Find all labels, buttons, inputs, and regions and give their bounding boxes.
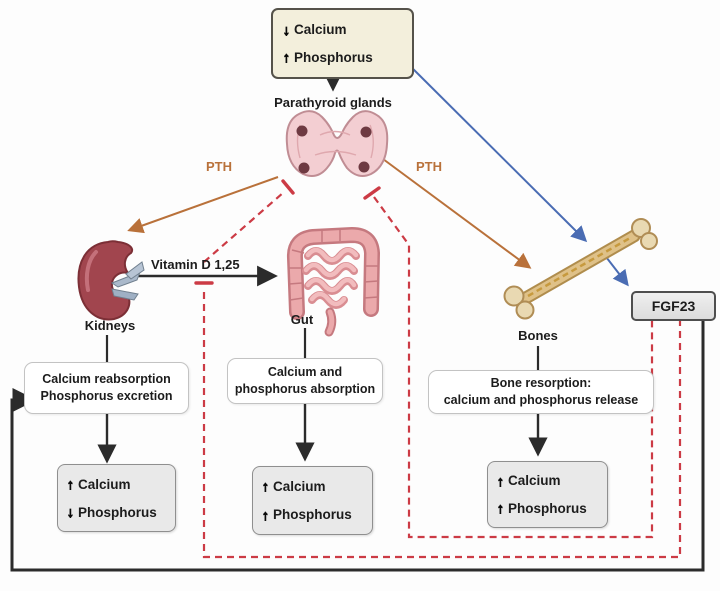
pth-arrow-to-bone <box>382 158 532 269</box>
kidney-result-calcium-row: ↑ Calcium <box>66 476 169 492</box>
stimulus-phosphorus-row: ↑ Phosphorus <box>282 49 404 66</box>
gut-process-box: Calcium and phosphorus absorption <box>227 358 383 404</box>
kidney-result-calcium-label: Calcium <box>78 476 131 492</box>
stimulus-calcium-row: ↓ Calcium <box>282 21 404 38</box>
gut-result-phosphorus-row: ↑ Phosphorus <box>261 506 366 523</box>
down-arrow-icon: ↓ <box>282 21 290 38</box>
phosphorus-to-bone-arrow <box>390 46 588 243</box>
bones-label: Bones <box>518 328 558 343</box>
up-arrow-icon: ↑ <box>261 506 269 523</box>
fgf23-inhibits-vitamin-d-loop <box>202 291 682 559</box>
bone-result-phosphorus-label: Phosphorus <box>508 500 587 516</box>
fgf23-label: FGF23 <box>651 298 696 314</box>
fgf23-box: FGF23 <box>631 291 716 321</box>
gut-result-calcium-label: Calcium <box>273 478 326 494</box>
vitamin-d-label: Vitamin D 1,25 <box>151 257 240 272</box>
parathyroid-dot-icon <box>298 162 310 174</box>
kidney-process-line1: Calcium reabsorption <box>42 372 171 387</box>
bone-process-line2: calcium and phosphorus release <box>443 393 639 407</box>
up-arrow-icon: ↑ <box>66 476 74 492</box>
t-bar-parathyroid-left-icon <box>281 179 295 195</box>
kidney-illustration <box>77 240 145 321</box>
gut-result-box: ↑ Calcium ↑ Phosphorus <box>252 466 373 535</box>
parathyroid-dot-icon <box>296 125 308 137</box>
parathyroid-dot-icon <box>360 126 372 138</box>
gut-label: Gut <box>290 312 314 327</box>
kidney-process-box: Calcium reabsorption Phosphorus excretio… <box>24 362 189 414</box>
stimulus-box: ↓ Calcium ↑ Phosphorus <box>271 8 414 79</box>
kidney-result-phosphorus-row: ↓ Phosphorus <box>66 504 169 520</box>
kidney-result-box: ↑ Calcium ↓ Phosphorus <box>57 464 176 532</box>
bone-result-calcium-row: ↑ Calcium <box>496 472 601 489</box>
kidneys-label: Kidneys <box>84 318 136 333</box>
gut-process-line1: Calcium and <box>267 365 343 380</box>
up-arrow-icon: ↑ <box>496 472 504 489</box>
up-arrow-icon: ↑ <box>261 478 269 495</box>
up-arrow-icon: ↑ <box>496 500 504 517</box>
bone-result-phosphorus-row: ↑ Phosphorus <box>496 500 601 517</box>
gut-process-line2: phosphorus absorption <box>234 382 376 396</box>
fgf23-inhibits-pth-loop <box>373 196 654 539</box>
bone-process-line1: Bone resorption: <box>490 376 592 391</box>
gut-result-phosphorus-label: Phosphorus <box>273 507 352 523</box>
parathyroid-dot-icon <box>358 161 370 173</box>
up-arrow-icon: ↑ <box>282 49 290 66</box>
gut-illustration <box>286 226 381 337</box>
stimulus-calcium-label: Calcium <box>294 22 347 38</box>
kidney-result-phosphorus-label: Phosphorus <box>78 504 157 520</box>
gut-result-calcium-row: ↑ Calcium <box>261 478 366 495</box>
bone-result-box: ↑ Calcium ↑ Phosphorus <box>487 461 608 528</box>
bone-result-calcium-label: Calcium <box>508 473 561 489</box>
pth-label-left: PTH <box>206 159 232 174</box>
fgf23-phosphaturia-feedback-line <box>10 317 705 572</box>
stimulus-phosphorus-label: Phosphorus <box>294 49 373 65</box>
inhibition-branch-to-parathyroid <box>203 191 285 263</box>
t-bar-parathyroid-right-icon <box>363 186 381 200</box>
bone-illustration <box>503 218 658 320</box>
parathyroid-glands-illustration <box>285 110 389 177</box>
parathyroid-glands-label: Parathyroid glands <box>274 95 392 110</box>
kidney-process-line2: Phosphorus excretion <box>40 389 173 403</box>
pth-label-right: PTH <box>416 159 442 174</box>
down-arrow-icon: ↓ <box>66 504 74 520</box>
pth-arrow-to-kidney <box>127 176 279 234</box>
bone-process-box: Bone resorption: calcium and phosphorus … <box>428 370 654 414</box>
